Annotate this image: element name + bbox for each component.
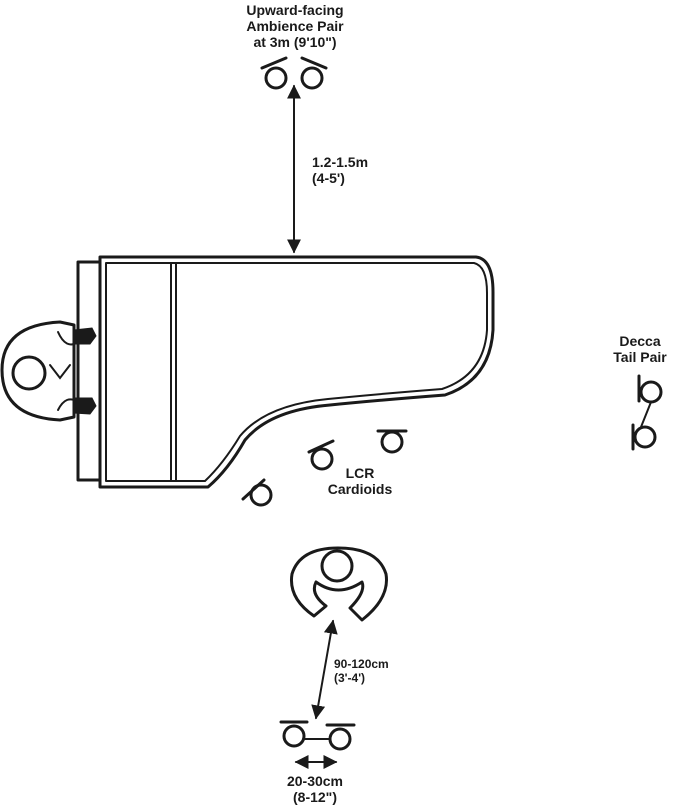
ambience-pair-label: Upward-facing Ambience Pair at 3m (9'10"… xyxy=(215,2,375,50)
microphone-icon xyxy=(376,429,408,454)
spacing-label-line-2: (8-12") xyxy=(293,789,337,805)
ambience-label-line-3: at 3m (9'10") xyxy=(253,34,337,50)
height-label: 1.2-1.5m (4-5') xyxy=(312,154,368,186)
microphone-icon xyxy=(637,374,663,404)
decca-tail-pair xyxy=(631,374,663,451)
pianist-icon xyxy=(0,320,97,422)
lcr-label: LCR Cardioids xyxy=(320,465,400,497)
microphone-icon xyxy=(241,478,273,507)
distance-label-line-1: 90-120cm xyxy=(334,657,389,671)
ambience-label-line-1: Upward-facing xyxy=(246,2,344,18)
spaced-pair xyxy=(279,720,356,751)
microphone-icon xyxy=(325,723,356,751)
spacing-label: 20-30cm (8-12") xyxy=(270,773,360,805)
distance-arrow xyxy=(311,619,338,720)
height-label-line-2: (4-5') xyxy=(312,170,345,186)
decca-label-line-2: Tail Pair xyxy=(613,349,667,365)
distance-label: 90-120cm (3'-4') xyxy=(334,657,389,685)
microphone-icon xyxy=(300,56,328,90)
microphone-icon xyxy=(631,423,657,451)
listener-icon xyxy=(289,546,388,622)
decca-label: Decca Tail Pair xyxy=(600,333,680,365)
lcr-label-line-1: LCR xyxy=(345,465,375,481)
distance-label-line-2: (3'-4') xyxy=(334,671,366,685)
microphone-icon xyxy=(279,720,309,748)
microphone-icon xyxy=(260,56,288,90)
ambience-pair xyxy=(260,56,328,90)
grand-piano-icon xyxy=(76,255,495,489)
lcr-label-line-2: Cardioids xyxy=(327,481,393,497)
microphone-icon xyxy=(307,439,335,471)
lcr-cardioids xyxy=(241,429,408,507)
ambience-label-line-2: Ambience Pair xyxy=(246,18,344,34)
decca-label-line-1: Decca xyxy=(619,333,661,349)
height-label-line-1: 1.2-1.5m xyxy=(312,154,369,170)
spacing-label-line-1: 20-30cm xyxy=(286,773,344,789)
